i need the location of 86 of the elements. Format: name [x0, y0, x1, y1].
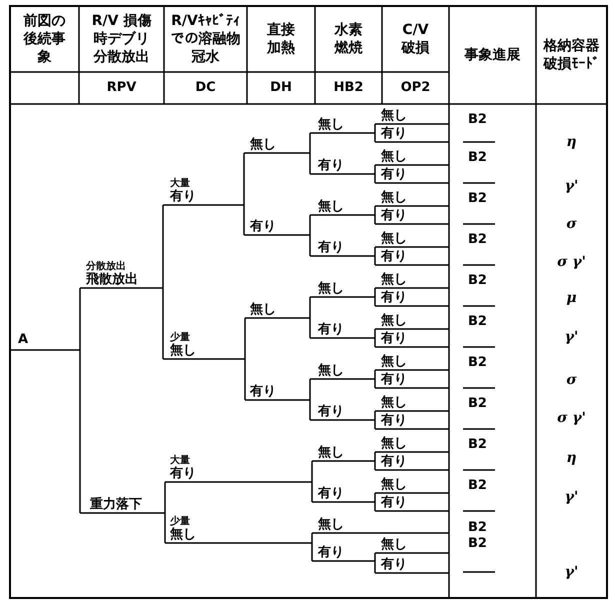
- branch-label: 無し: [170, 527, 196, 542]
- branch-label: 有り: [381, 290, 407, 305]
- branch-label: 有り: [170, 466, 196, 481]
- sequence-label: B2: [468, 437, 487, 452]
- failure-mode-label: σ: [566, 215, 577, 233]
- branch-label: 無し: [381, 272, 407, 287]
- failure-mode-label: η: [566, 133, 577, 151]
- branch-label: 重力落下: [90, 497, 142, 512]
- event-code: DC: [195, 79, 216, 98]
- event-code: RPV: [106, 79, 136, 98]
- column-header: C/V破損: [400, 21, 430, 57]
- branch-label: 有り: [170, 189, 196, 204]
- branch-label: 無し: [381, 231, 407, 246]
- sequence-label: B2: [468, 150, 487, 165]
- branch-label: 無し: [381, 354, 407, 369]
- branch-note: 少量: [170, 516, 190, 527]
- branch-label: 無し: [381, 190, 407, 205]
- branch-label: 有り: [381, 557, 407, 572]
- branch-label: 有り: [250, 384, 276, 399]
- column-header: R/Vｷｬﾋﾞﾃｨでの溶融物冠水: [170, 12, 242, 66]
- branch-label: 無し: [381, 477, 407, 492]
- branch-label: 有り: [318, 158, 344, 173]
- failure-mode-label: σ: [566, 371, 577, 389]
- branch-label: 有り: [381, 249, 407, 264]
- branch-label: 無し: [250, 302, 276, 317]
- branch-label: 無し: [381, 108, 407, 123]
- branch-label: 有り: [318, 322, 344, 337]
- branch-label: 有り: [381, 208, 407, 223]
- branch-label: 無し: [318, 281, 344, 296]
- column-header: 事象進展: [464, 46, 520, 64]
- sequence-label: B2: [468, 355, 487, 370]
- branch-label: 有り: [381, 331, 407, 346]
- branch-label: 無し: [318, 199, 344, 214]
- branch-label: 有り: [318, 404, 344, 419]
- sequence-label: B2: [468, 314, 487, 329]
- branch-label: 有り: [381, 454, 407, 469]
- column-header: 格納容器破損ﾓｰﾄﾞ: [542, 37, 600, 73]
- branch-label: 無し: [381, 537, 407, 552]
- branch-label: 無し: [381, 436, 407, 451]
- sequence-label: B2: [468, 273, 487, 288]
- column-header: 直接加熱: [266, 21, 296, 57]
- branch-note: 大量: [170, 455, 190, 466]
- sequence-label: B2: [468, 536, 487, 551]
- column-header: 水素燃焼: [334, 21, 364, 57]
- branch-label: 有り: [381, 413, 407, 428]
- event-code: HB2: [334, 79, 364, 98]
- branch-label: 無し: [318, 363, 344, 378]
- sequence-label: B2: [468, 112, 487, 127]
- failure-mode-label: γ': [564, 177, 578, 195]
- column-header: 前図の後続事象: [22, 12, 66, 66]
- branch-label: 無し: [318, 117, 344, 132]
- failure-mode-label: σ γ': [557, 253, 586, 271]
- event-code: DH: [270, 79, 292, 98]
- branch-label: 有り: [381, 126, 407, 141]
- branch-label: 無し: [381, 149, 407, 164]
- branch-label: A: [18, 332, 28, 347]
- branch-label: 有り: [318, 545, 344, 560]
- branch-label: 無し: [250, 137, 276, 152]
- branch-label: 飛散放出: [86, 272, 138, 287]
- sequence-label: B2: [468, 191, 487, 206]
- failure-mode-label: σ γ': [557, 409, 586, 427]
- branch-label: 無し: [318, 445, 344, 460]
- failure-mode-label: γ': [564, 563, 578, 581]
- branch-label: 有り: [250, 219, 276, 234]
- failure-mode-label: γ': [564, 328, 578, 346]
- branch-note: 分散放出: [86, 261, 126, 272]
- branch-label: 有り: [381, 495, 407, 510]
- event-code: OP2: [400, 79, 430, 98]
- branch-label: 無し: [170, 343, 196, 358]
- branch-label: 有り: [318, 240, 344, 255]
- sequence-label: B2: [468, 520, 487, 535]
- sequence-label: B2: [468, 396, 487, 411]
- branch-label: 無し: [381, 395, 407, 410]
- column-header: R/V 損傷時デブリ分散放出: [90, 12, 152, 66]
- sequence-label: B2: [468, 232, 487, 247]
- branch-note: 少量: [170, 332, 190, 343]
- branch-note: 大量: [170, 178, 190, 189]
- sequence-label: B2: [468, 478, 487, 493]
- failure-mode-label: η: [566, 449, 577, 467]
- failure-mode-label: γ': [564, 488, 578, 506]
- branch-label: 有り: [318, 486, 344, 501]
- branch-label: 有り: [381, 372, 407, 387]
- branch-label: 無し: [381, 313, 407, 328]
- branch-label: 無し: [318, 517, 344, 532]
- branch-label: 有り: [381, 167, 407, 182]
- failure-mode-label: μ: [566, 289, 577, 307]
